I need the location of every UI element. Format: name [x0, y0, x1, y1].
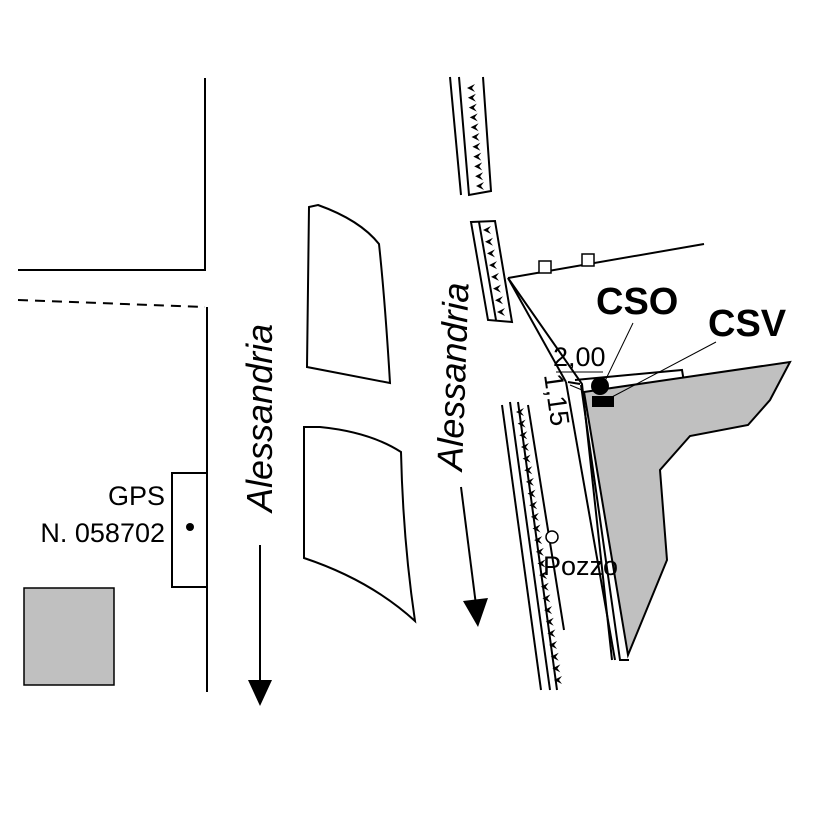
tree-tick — [554, 676, 562, 684]
well-label: Pozzo — [543, 551, 618, 581]
tree-tick — [524, 466, 533, 475]
arrow-down-icon-2 — [463, 598, 488, 627]
tree-tick — [473, 152, 482, 161]
tree-tick — [520, 442, 529, 451]
dimensions: 2,00 1,15 — [538, 342, 606, 428]
boundary-marker-2 — [581, 253, 595, 267]
traffic-island-upper — [305, 203, 392, 385]
well-marker: Pozzo — [543, 530, 618, 581]
boundary-marker-1 — [538, 260, 552, 274]
tree-tick — [487, 249, 495, 258]
tree-tick — [483, 226, 491, 234]
gps-marker: GPS N. 058702 — [40, 472, 208, 588]
cso-marker: CSO — [591, 281, 678, 395]
street-name-right: Alessandria — [429, 282, 477, 473]
gps-number: N. 058702 — [40, 518, 165, 548]
tree-tick — [522, 454, 531, 463]
tree-tick — [489, 261, 497, 270]
direction-arrow-left — [248, 545, 272, 706]
gps-point-icon — [186, 523, 194, 531]
street-name-left: Alessandria — [239, 324, 280, 514]
tree-tick — [474, 162, 483, 171]
tree-tick — [472, 142, 481, 151]
tree-tick — [549, 641, 558, 650]
tree-tick — [467, 84, 475, 92]
dimension-vertical-label: 1,15 — [538, 372, 575, 428]
cso-label: CSO — [596, 281, 678, 323]
tree-tick — [467, 93, 476, 102]
tree-tick — [550, 652, 559, 661]
tree-tick — [542, 594, 551, 603]
tree-tick — [545, 617, 554, 626]
csv-point-icon — [592, 396, 614, 407]
tree-tick — [537, 559, 546, 568]
dimension-line-vertical — [569, 384, 583, 391]
gray-building-right — [582, 360, 792, 659]
sidewalk-middle — [469, 219, 514, 324]
tree-tick — [485, 237, 493, 246]
csv-leader-line — [609, 341, 717, 399]
arrow-down-icon — [248, 680, 272, 706]
tree-tick — [470, 123, 479, 132]
left-blocks — [17, 78, 208, 692]
tree-tick — [468, 103, 477, 112]
sidewalk-lower — [501, 401, 565, 691]
tree-tick — [471, 133, 480, 141]
block-outline-upper-left — [18, 78, 206, 271]
gps-title: GPS — [108, 481, 165, 511]
tree-tick — [497, 308, 505, 316]
tree-tick — [535, 547, 544, 556]
tree-tick — [517, 419, 526, 428]
tree-tick — [552, 664, 561, 673]
tree-tick — [475, 172, 484, 181]
tree-tick — [544, 606, 553, 615]
tree-tick — [493, 284, 501, 293]
dashed-boundary — [17, 299, 206, 308]
gps-box — [171, 472, 208, 588]
tree-tick — [534, 536, 543, 545]
tree-tick — [530, 512, 539, 521]
cso-leader-line — [604, 322, 634, 382]
sidewalk-upper — [449, 76, 493, 197]
property-line-diagonal — [507, 277, 613, 661]
traffic-island-lower — [303, 426, 417, 624]
tree-tick — [476, 182, 484, 190]
tree-tick — [525, 477, 534, 486]
csv-marker: CSV — [592, 303, 787, 407]
tree-row-markers — [467, 84, 562, 684]
tree-tick — [532, 524, 541, 533]
tree-tick — [540, 582, 549, 591]
tree-tick — [527, 489, 536, 498]
tree-tick — [516, 408, 524, 416]
direction-arrow-right — [460, 486, 488, 627]
gray-building-left — [23, 587, 115, 686]
property-line-top — [507, 243, 705, 279]
cso-point-icon — [591, 377, 609, 395]
tree-tick — [491, 272, 499, 281]
dimension-horizontal-label: 2,00 — [553, 342, 606, 372]
tree-tick — [469, 113, 478, 122]
tree-tick — [539, 571, 548, 580]
tree-tick — [547, 629, 556, 638]
tree-tick — [529, 501, 538, 510]
csv-label: CSV — [708, 303, 787, 345]
tree-tick — [495, 296, 503, 305]
tree-tick — [519, 431, 528, 440]
well-icon — [545, 530, 559, 544]
